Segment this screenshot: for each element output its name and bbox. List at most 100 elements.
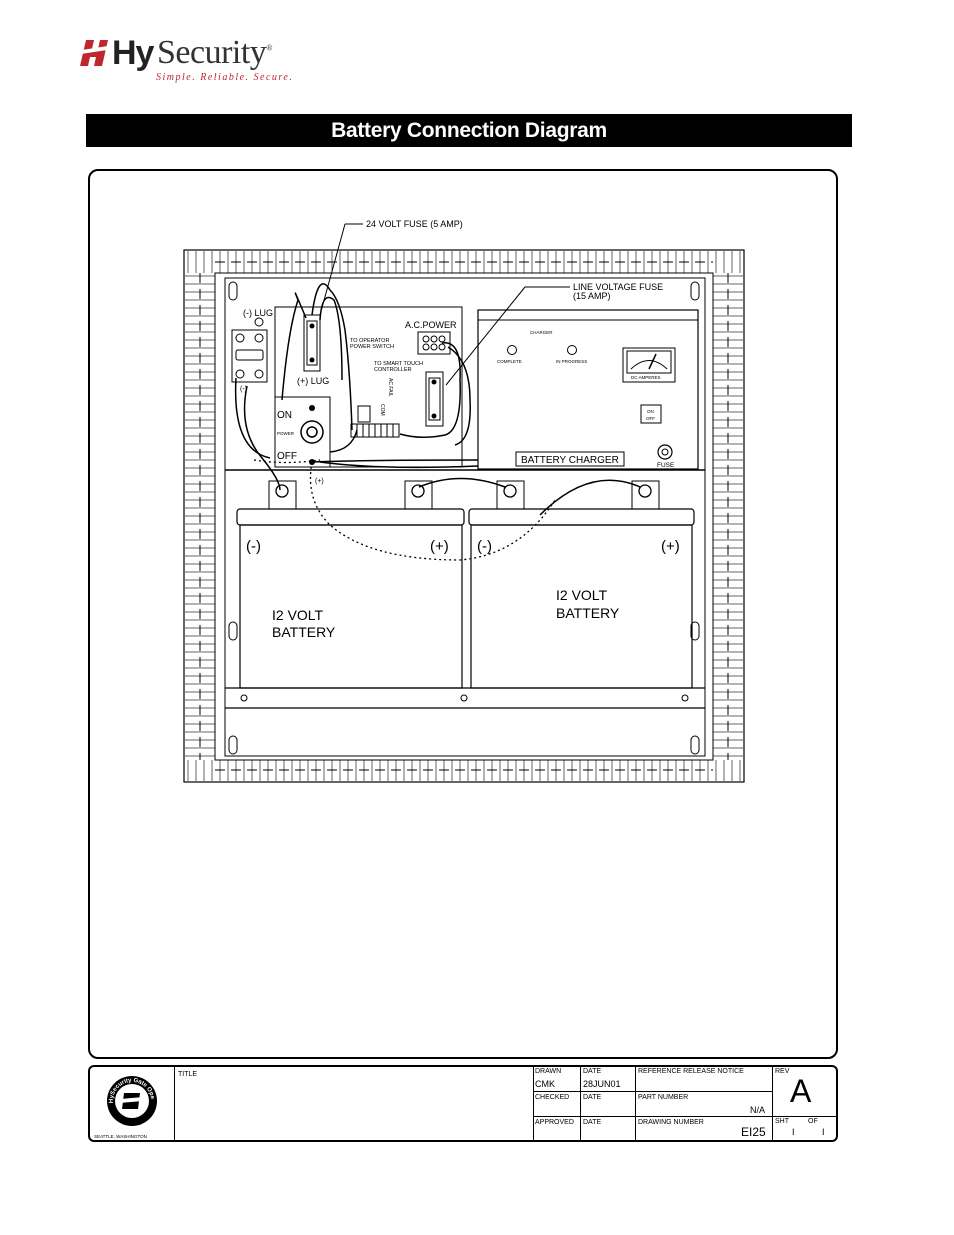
bat2-neg-label: (-): [477, 538, 492, 555]
com-label: COM: [379, 404, 385, 416]
wire: [311, 459, 479, 463]
tb-hline-1: [533, 1091, 772, 1092]
screw: [460, 694, 468, 702]
slot: [690, 621, 700, 641]
wire: [319, 296, 343, 381]
control-panel-box: [274, 306, 463, 468]
checked-label: CHECKED: [535, 1094, 570, 1101]
wire: [243, 385, 281, 491]
wire: [418, 477, 506, 488]
tb-divider-5: [772, 1067, 773, 1140]
battery-left: (-) (+) I2 VOLT BATTERY: [236, 480, 465, 689]
date2-label: DATE: [583, 1094, 602, 1101]
drawn-label: DRAWN: [535, 1068, 562, 1075]
tb-divider-4: [635, 1067, 636, 1140]
approved-label: APPROVED: [535, 1119, 574, 1126]
line-fuse-label-1: LINE VOLTAGE FUSE: [573, 282, 663, 292]
date3-label: DATE: [583, 1119, 602, 1126]
to-operator-label-1: TO OPERATOR: [350, 338, 389, 344]
date-value: 28JUN01: [583, 1079, 621, 1089]
slot: [690, 281, 700, 301]
battery-connection-diagram: 24 VOLT FUSE (5 AMP) LINE VOLTAGE FUSE (…: [183, 219, 745, 783]
neg-lug-block: [231, 329, 268, 383]
pos-small-label: (+): [315, 478, 324, 485]
battery-left-body: [239, 524, 463, 689]
charger-fuse-label: FUSE: [657, 462, 675, 469]
registered-mark: ®: [266, 43, 272, 53]
slot: [228, 281, 238, 301]
tb-divider-2: [533, 1067, 534, 1140]
screw: [240, 694, 248, 702]
title-label: TITLE: [178, 1071, 198, 1078]
enclosure: [183, 249, 745, 783]
battery-charger: CHARGER COMPLETE IN PROGRESS DC AMPERES …: [477, 309, 699, 470]
wiring: [234, 283, 641, 516]
slot: [690, 735, 700, 755]
rev-label: REV: [775, 1068, 790, 1075]
ref-label: REFERENCE RELEASE NOTICE: [638, 1068, 744, 1075]
to-operator-label-2: POWER SWITCH: [350, 344, 394, 350]
wire: [311, 283, 353, 431]
drawing-value: EI25: [741, 1125, 766, 1139]
wire: [234, 377, 271, 459]
tb-divider-3: [580, 1067, 581, 1140]
charger-label: CHARGER: [530, 330, 553, 335]
bat1-label-1: I2 VOLT: [272, 607, 324, 623]
diagram-frame: [88, 169, 838, 1059]
power-switch-box: [274, 396, 331, 468]
power-label: POWER: [277, 431, 295, 436]
in-progress-label: IN PROGRESS: [556, 359, 587, 364]
wire: [539, 479, 641, 516]
smart-touch-label-1: TO SMART TOUCH: [374, 361, 423, 367]
slot: [228, 735, 238, 755]
mounting-panel: [224, 277, 706, 757]
power-switch-knob: [300, 420, 324, 444]
part-value: N/A: [750, 1105, 766, 1115]
complete-led: [507, 345, 517, 355]
logo-security: Security®: [157, 34, 272, 72]
line-fuse-callout: LINE VOLTAGE FUSE (15 AMP): [445, 282, 663, 386]
complete-label: COMPLETE: [497, 359, 522, 364]
bat2-label-2: BATTERY: [556, 605, 620, 621]
page-title: Battery Connection Diagram: [86, 114, 852, 147]
seal-city: SEATTLE, WASHINGTON: [94, 1134, 147, 1139]
logo-security-word: Security: [157, 34, 267, 71]
enclosure-outer: [183, 249, 745, 783]
line-fuse-holder: [425, 371, 444, 427]
ac-fail-label: AC FAIL: [387, 378, 393, 397]
dotted-wire: [253, 459, 321, 464]
wire: [319, 461, 479, 469]
charger-fuse-icon: [657, 444, 673, 460]
neg-lug-label: (-) LUG: [243, 308, 273, 318]
dc-ammeter: [622, 347, 676, 383]
of-label: OF: [808, 1118, 818, 1125]
hysecurity-seal-icon: HySecurity Gate Operators: [104, 1073, 157, 1126]
bat2-label-1: I2 VOLT: [556, 587, 608, 603]
part-label: PART NUMBER: [638, 1094, 689, 1101]
screw: [681, 694, 689, 702]
dc-amperes-label: DC AMPERES: [631, 375, 661, 380]
logo-hy: Hy: [112, 34, 154, 72]
line-fuse-label-2: (15 AMP): [573, 291, 611, 301]
off-label: OFF: [277, 451, 297, 462]
battery-charger-label: BATTERY CHARGER: [521, 455, 619, 466]
fuse-24v-label: 24 VOLT FUSE (5 AMP): [366, 219, 463, 229]
logo-tagline: Simple. Reliable. Secure.: [156, 72, 294, 83]
hysecurity-logo: Hy Security® Simple. Reliable. Secure.: [78, 32, 298, 92]
lug-screw: [254, 317, 264, 327]
ac-power-label: A.C.POWER: [405, 320, 457, 330]
of-value: I: [822, 1127, 825, 1137]
slot: [228, 621, 238, 641]
tb-hline-2: [533, 1116, 836, 1117]
wire: [281, 292, 307, 401]
on-off-switch: [640, 404, 662, 424]
in-progress-led: [567, 345, 577, 355]
hysecurity-h-icon: [80, 40, 108, 66]
on-off-off-label: OFF: [646, 416, 655, 421]
bat1-neg-label: (-): [246, 538, 261, 555]
title-block: HySecurity Gate Operators SEATTLE, WASHI…: [88, 1065, 838, 1142]
drawing-label: DRAWING NUMBER: [638, 1119, 704, 1126]
smart-touch-label-2: CONTROLLER: [374, 367, 412, 373]
battery-right-body: [470, 524, 693, 689]
on-off-on-label: ON: [647, 409, 654, 414]
